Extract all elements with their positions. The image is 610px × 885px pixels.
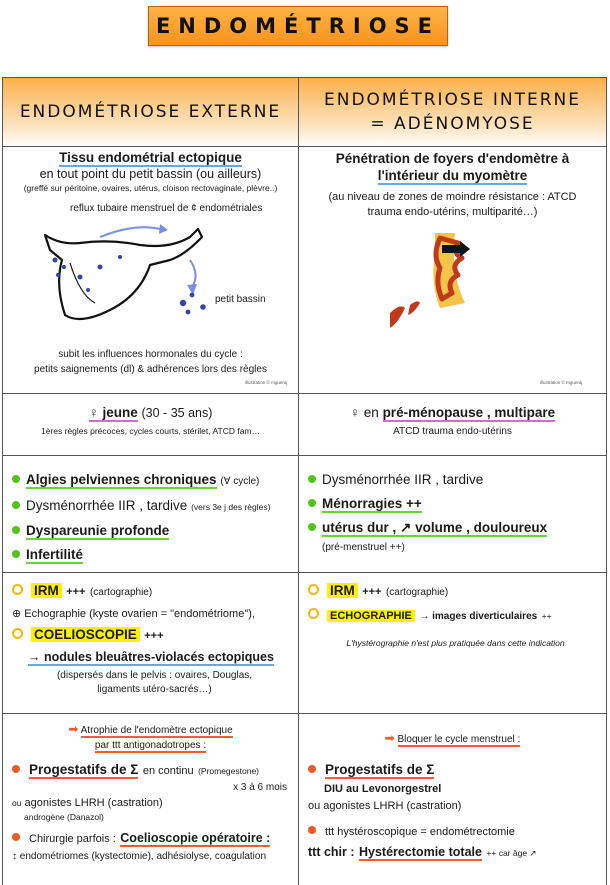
chir-right: ttt chir : Hystérectomie totale ++ car â… (308, 845, 537, 861)
echo-right: ECHOGRAPHIE → images diverticulaires ++ (308, 604, 603, 628)
header-interne: ENDOMÉTRIOSE INTERNE = ADÉNOMYOSE (299, 78, 606, 146)
definition-right-detail-2: trauma endo-utérins, multiparité…) (367, 206, 538, 218)
definition-left-subtitle: en tout point du petit bassin (ou ailleu… (39, 167, 262, 181)
agonistes-left: ou agonistes LHRH (castration) (12, 797, 163, 809)
terrain-right-prefix: en (363, 405, 379, 420)
treatment-left-header: ➡ Atrophie de l'endomètre ectopique par … (68, 722, 233, 753)
female-icon: ♀ (88, 405, 99, 420)
terrain-right-label: pré-ménopause , multipare (382, 405, 556, 422)
diagnosis-left: IRM +++ (cartographie) ⊕ Echographie (ky… (12, 580, 297, 697)
terrain-right: ♀ en pré-ménopause , multipare ATCD trau… (299, 405, 606, 437)
definition-right: Pénétration de foyers d'endomètre à l'in… (299, 143, 606, 220)
symptom-right-3: utérus dur , ↗ volume , douloureux (308, 516, 603, 540)
symptom-left-3: Dyspareunie profonde (12, 519, 297, 543)
symptom-right-note: (pré-menstruel ++) (322, 542, 405, 553)
row-divider-2 (2, 393, 607, 394)
illustration-credit-right: illustration © mgueraj (540, 380, 583, 385)
header-interne-label-1: ENDOMÉTRIOSE INTERNE (324, 90, 581, 110)
surgery-detail: ↕ endométriomes (kystectomie), adhésioly… (12, 851, 267, 862)
duration: x 3 à 6 mois (233, 782, 287, 793)
header-interne-label-2: = ADÉNOMYOSE (370, 114, 535, 134)
symptom-left-4: Infertilité (12, 543, 297, 567)
definition-left-title: Tissu endométrial ectopique (59, 150, 242, 167)
row-divider-4 (2, 572, 607, 573)
treatment-right: Progestatifs de Σ DIU au Levonorgestrel … (308, 760, 603, 863)
progestatifs-left: Progestatifs de Σ en continu (Promegesto… (12, 760, 297, 781)
illustration-credit-left: illustration © mgueraj (245, 380, 288, 385)
table-border-left (2, 77, 3, 885)
reflux-arrow (99, 226, 161, 238)
terrain-left-detail: 1ères règles précoces, cycles courts, st… (40, 426, 261, 436)
row-divider-3 (2, 455, 607, 456)
myometrium-illustration (390, 233, 470, 328)
spread-left: (dispersés dans le pelvis : ovaires, Dou… (56, 670, 253, 695)
symptom-left-2: Dysménorrhée IIR , tardive (vers 3e j de… (12, 494, 297, 519)
diu: DIU au Levonorgestrel (324, 783, 442, 795)
definition-right-title-1: Pénétration de foyers d'endomètre à (335, 151, 570, 166)
header-externe-label: ENDOMÉTRIOSE EXTERNE (19, 102, 282, 122)
hystero-note: L'hystérographie n'est plus pratiquée da… (346, 638, 565, 648)
nodules-left: → nodules bleuâtres-violacés ectopiques (28, 650, 274, 666)
female-icon-right: ♀ (349, 405, 360, 420)
coelio-left: COELIOSCOPIE +++ (12, 624, 297, 647)
page-title: ENDOMÉTRIOSE (148, 6, 448, 46)
progestatifs-right: Progestatifs de Σ (308, 760, 603, 780)
tube-outline (43, 227, 204, 321)
surgery-left: Chirurgie parfois : Coelioscopie opérato… (12, 827, 297, 850)
treatment-right-header: ➡ Bloquer le cycle menstruel : (384, 731, 521, 747)
irm-left: IRM +++ (cartographie) (12, 580, 297, 604)
androgene: androgène (Danazol) (24, 812, 104, 822)
down-arrow-head (187, 284, 197, 295)
foyer-arrow (442, 241, 470, 257)
column-divider (298, 77, 299, 885)
definition-left-detail: (greffé sur péritoine, ovaires, utérus, … (23, 183, 278, 193)
table-border-right (606, 77, 607, 885)
irm-right: IRM +++ (cartographie) (308, 580, 603, 604)
treatment-left: Progestatifs de Σ en continu (Promegesto… (12, 760, 297, 864)
row-divider-1 (2, 146, 607, 147)
definition-right-detail-1: (au niveau de zones de moindre résistanc… (328, 191, 577, 203)
down-arrow (189, 259, 197, 288)
reflux-label: reflux tubaire menstruel de ¢ endométria… (70, 203, 263, 214)
blood-drop-1 (390, 306, 405, 328)
reflux-arrow-head (159, 224, 168, 234)
tube-inner (69, 262, 96, 304)
table-border-top (2, 77, 607, 78)
diagnosis-right: IRM +++ (cartographie) ECHOGRAPHIE → ima… (308, 580, 603, 648)
terrain-left-label: jeune (102, 405, 138, 420)
symptom-left-1: Algies pelviennes chroniques (∀ cycle) (12, 468, 297, 494)
symptom-right-2: Ménorragies ++ (308, 492, 603, 516)
endometrial-foyer (433, 235, 465, 302)
pelvis-label: petit bassin (215, 294, 266, 305)
terrain-right-detail: ATCD trauma endo-utérins (393, 426, 512, 437)
symptom-right-1: Dysménorrhée IIR , tardive (308, 468, 603, 492)
terrain-left-age: (30 - 35 ans) (141, 406, 213, 420)
definition-left: Tissu endométrial ectopique en tout poin… (3, 150, 298, 193)
agonistes-right: ou agonistes LHRH (castration) (308, 800, 462, 812)
influence-line-2: petits saignements (dl) & adhérences lor… (34, 364, 267, 375)
influence-line-1: subit les influences hormonales du cycle… (58, 349, 243, 360)
terrain-left: ♀ jeune (30 - 35 ans) 1ères règles préco… (3, 405, 298, 436)
symptoms-left: Algies pelviennes chroniques (∀ cycle) D… (12, 468, 297, 567)
blood-drop-2 (408, 301, 420, 315)
row-divider-5 (2, 713, 607, 714)
echo-left: ⊕ Echographie (kyste ovarien = "endométr… (12, 608, 255, 620)
definition-right-title-2: l'intérieur du myomètre (377, 168, 528, 185)
symptoms-right: Dysménorrhée IIR , tardive Ménorragies +… (308, 468, 603, 556)
influence-text: subit les influences hormonales du cycle… (3, 347, 298, 377)
pelvis-illustration (43, 224, 206, 321)
hystero-ttt: ttt hystéroscopique = endométrectomie (308, 822, 603, 842)
header-externe: ENDOMÉTRIOSE EXTERNE (3, 78, 298, 146)
